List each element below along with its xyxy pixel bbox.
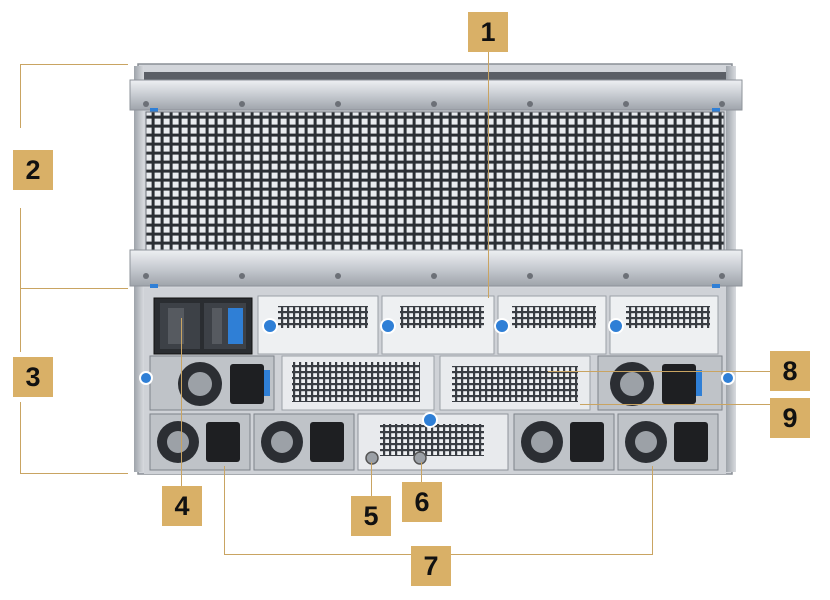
callout-8: 8 <box>770 351 810 391</box>
leader-9 <box>580 404 770 405</box>
drive-bays <box>153 297 253 355</box>
bracket-2-top <box>20 64 128 65</box>
callout-7: 7 <box>411 546 451 586</box>
callout-5: 5 <box>351 496 391 536</box>
leader-8 <box>548 371 770 372</box>
bracket-2-vertical-upper <box>20 64 21 128</box>
callout-9: 9 <box>770 398 810 438</box>
leader-4 <box>181 318 182 486</box>
leader-7-left <box>224 466 225 554</box>
bracket-2-vertical-lower <box>20 208 21 288</box>
bracket-3-vertical-lower <box>20 402 21 474</box>
callout-4: 4 <box>162 486 202 526</box>
bracket-2-bottom <box>20 288 128 289</box>
callout-2: 2 <box>13 150 53 190</box>
leader-7-right <box>652 466 653 554</box>
callout-6: 6 <box>402 482 442 522</box>
pcie-slots-middle-row <box>281 355 591 411</box>
callout-3: 3 <box>13 357 53 397</box>
bracket-3-bottom <box>20 473 128 474</box>
lower-io-module <box>139 288 735 474</box>
management-panel <box>357 412 509 471</box>
bracket-3-vertical-upper <box>20 288 21 352</box>
callout-1: 1 <box>468 12 508 52</box>
leader-1 <box>488 52 489 298</box>
psu-row-bottom <box>149 413 719 471</box>
psu-row-top <box>139 355 735 411</box>
leader-6 <box>421 462 422 482</box>
leader-5 <box>371 462 372 496</box>
upper-tray-module <box>129 72 743 296</box>
pcie-slots-top-row <box>257 295 719 355</box>
